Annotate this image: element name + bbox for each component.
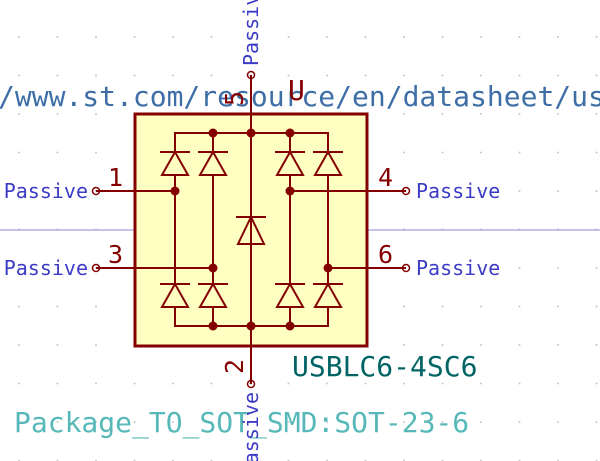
diode-top-1 — [160, 149, 190, 176]
pin-type-3: Passive — [4, 256, 88, 280]
pin-6[interactable] — [367, 263, 411, 273]
pin-number-4: 4 — [378, 163, 393, 192]
pin-type-1: Passive — [4, 179, 88, 203]
diode-bottom-2 — [198, 281, 228, 308]
pin-number-2: 2 — [220, 359, 249, 374]
diode-center-tvs — [236, 214, 266, 245]
pin-number-6: 6 — [378, 240, 393, 269]
pin-type-4: Passive — [416, 179, 500, 203]
pin-number-3: 3 — [108, 240, 123, 269]
pin-1[interactable] — [91, 186, 136, 196]
datasheet-field[interactable]: /www.st.com/resource/en/datasheet/us — [0, 80, 600, 113]
diode-top-3 — [275, 149, 305, 176]
diode-top-2 — [198, 149, 228, 176]
pin-2[interactable] — [246, 346, 256, 389]
diodes — [160, 149, 343, 308]
pin-number-5: 5 — [220, 91, 249, 106]
pin-number-1: 1 — [108, 163, 123, 192]
diode-top-4 — [313, 149, 343, 176]
pin-5[interactable] — [246, 70, 256, 115]
pin-type-2: Passive — [239, 392, 263, 461]
diode-bottom-1 — [160, 281, 190, 308]
pin-type-5: Passive — [239, 0, 263, 66]
diode-bottom-4 — [313, 281, 343, 308]
pin-type-6: Passive — [416, 256, 500, 280]
junction-dots — [170, 128, 333, 331]
diode-bottom-3 — [275, 281, 305, 308]
value-field[interactable]: USBLC6-4SC6 — [292, 350, 477, 383]
pins — [91, 70, 411, 389]
pin-4[interactable] — [367, 186, 411, 196]
reference-designator[interactable]: U — [288, 74, 305, 107]
pin-3[interactable] — [91, 263, 136, 273]
footprint-field[interactable]: Package_TO_SOT_SMD:SOT-23-6 — [14, 406, 469, 440]
